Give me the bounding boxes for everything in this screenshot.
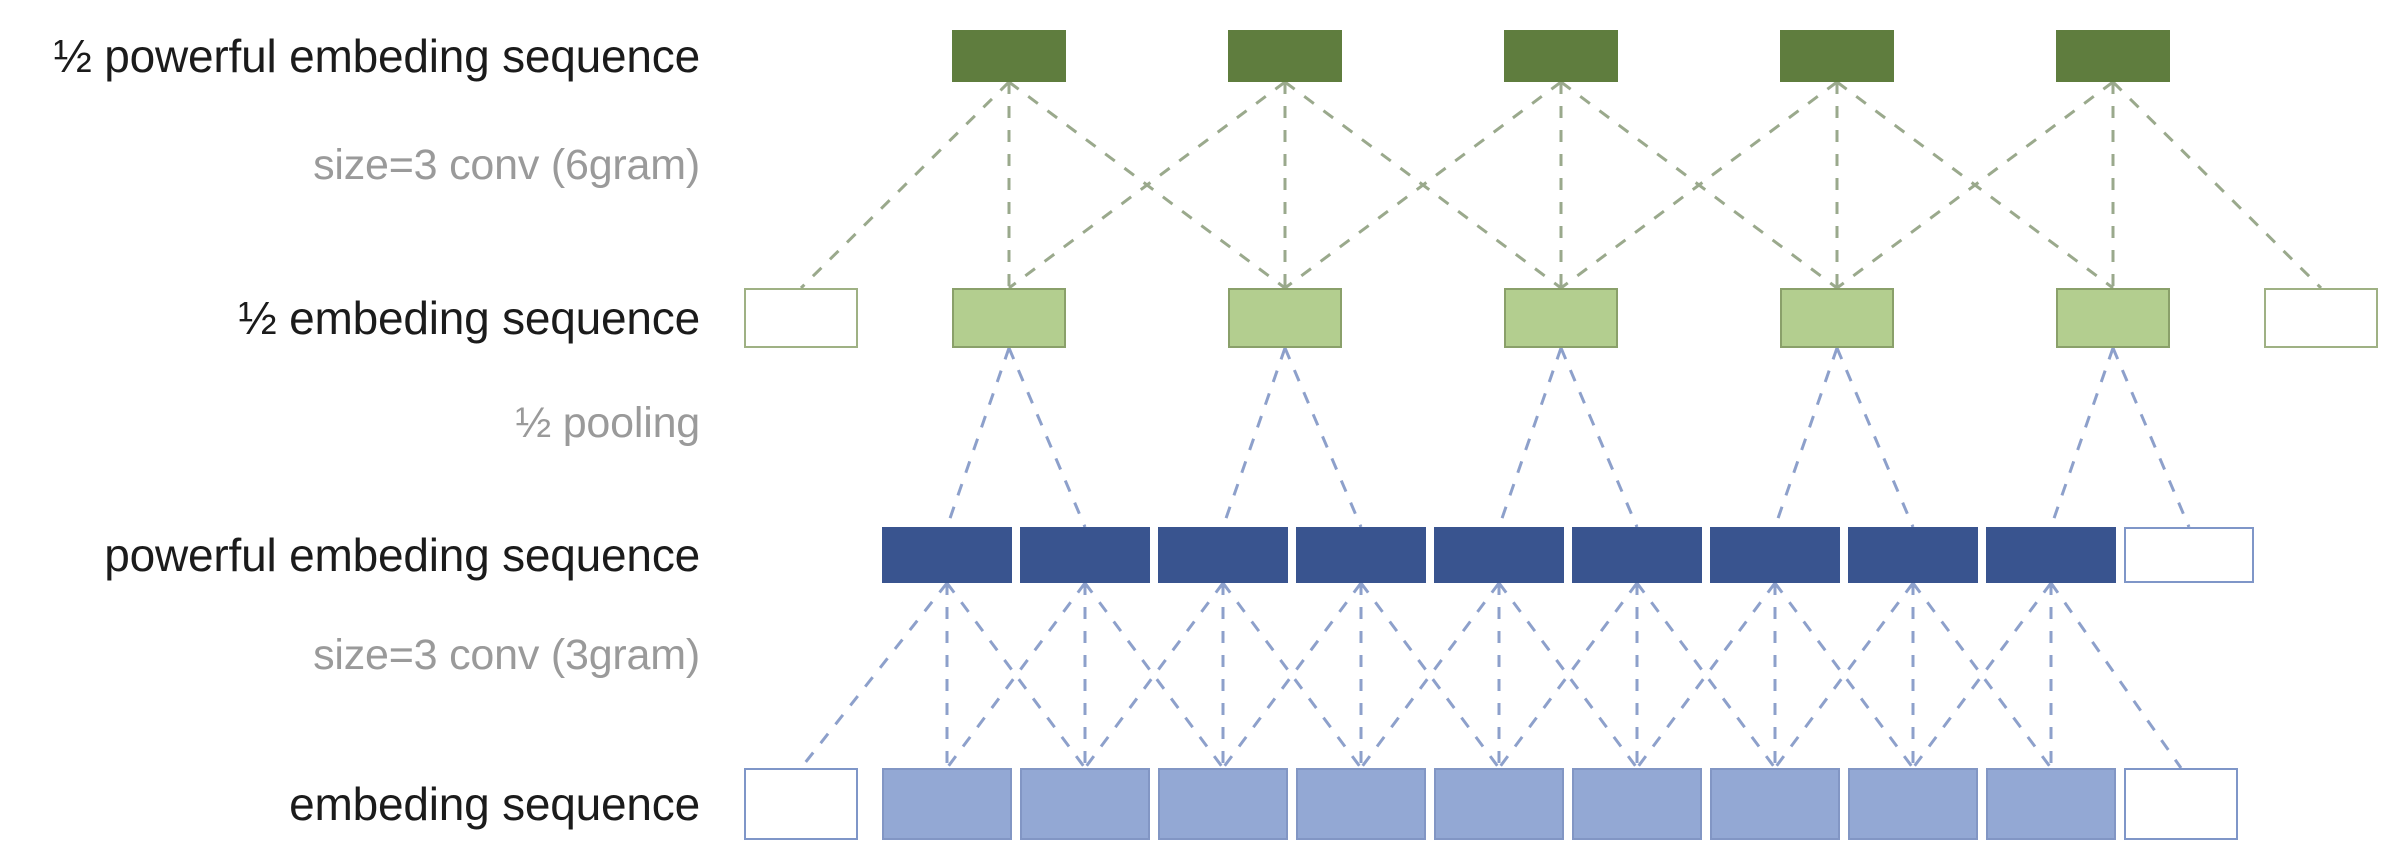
- cell-embeding-sequence-3: [1158, 768, 1288, 840]
- cell-embeding-sequence-6: [1572, 768, 1702, 840]
- connector-conv_3gram-15: [1497, 582, 1639, 769]
- cell-powerful-embeding-sequence-2: [1158, 527, 1288, 583]
- connector-group-pooling_half: [945, 347, 2191, 528]
- cell-embeding-sequence-5: [1434, 768, 1564, 840]
- connector-conv_3gram-11: [1359, 582, 1501, 769]
- connector-pooling_half-4: [1497, 347, 1563, 528]
- connector-pooling_half-9: [2111, 347, 2191, 528]
- cell-half-powerful-embeding-sequence-2: [1504, 30, 1618, 82]
- cell-embeding-sequence-7: [1710, 768, 1840, 840]
- connector-conv_3gram-23: [1911, 582, 2053, 769]
- connector-pooling_half-1: [1007, 347, 1087, 528]
- cell-half-embeding-sequence-3: [1504, 288, 1618, 348]
- connector-conv_6gram-3: [1008, 80, 1286, 290]
- connector-pooling_half-2: [1221, 347, 1287, 528]
- cell-powerful-embeding-sequence-5: [1572, 527, 1702, 583]
- connector-conv_3gram-12: [1359, 582, 1501, 769]
- connector-conv_3gram-2: [945, 582, 1087, 769]
- cell-half-embeding-sequence-5: [2056, 288, 2170, 348]
- cell-half-embeding-sequence-2: [1228, 288, 1342, 348]
- cell-half-embeding-sequence-4: [1780, 288, 1894, 348]
- connector-conv_3gram-6: [1083, 582, 1225, 769]
- cell-embeding-sequence-8: [1848, 768, 1978, 840]
- connector-conv_6gram-14: [2111, 80, 2323, 290]
- cell-powerful-embeding-sequence-6: [1710, 527, 1840, 583]
- row-label-powerful-embeding-sequence: powerful embeding sequence: [104, 529, 700, 581]
- cell-powerful-embeding-sequence-8: [1986, 527, 2116, 583]
- cell-embeding-sequence-2: [1020, 768, 1150, 840]
- cell-embeding-sequence-1: [882, 768, 1012, 840]
- cell-powerful-embeding-sequence-7: [1848, 527, 1978, 583]
- cell-embeding-sequence-10: [2124, 768, 2238, 840]
- connector-pooling_half-7: [1835, 347, 1915, 528]
- cell-embeding-sequence-9: [1986, 768, 2116, 840]
- connector-conv_3gram-21: [1773, 582, 1915, 769]
- connector-conv_6gram-2: [1008, 80, 1286, 290]
- cell-half-powerful-embeding-sequence-4: [2056, 30, 2170, 82]
- connector-conv_6gram-0: [799, 80, 1011, 290]
- connector-conv_6gram-6: [1284, 80, 1562, 290]
- connector-pooling_half-3: [1283, 347, 1363, 528]
- row-label-half-embeding-sequence: ½ embeding sequence: [238, 292, 700, 344]
- row-label-embeding-sequence: embeding sequence: [289, 778, 700, 830]
- row-label-half-powerful-embeding-sequence: ½ powerful embeding sequence: [53, 30, 700, 82]
- connector-conv_6gram-12: [1836, 80, 2114, 290]
- connector-conv_6gram-11: [1836, 80, 2114, 290]
- connector-pooling_half-5: [1559, 347, 1639, 528]
- cell-half-powerful-embeding-sequence-0: [952, 30, 1066, 82]
- connector-conv_3gram-9: [1221, 582, 1363, 769]
- cell-half-embeding-sequence-6: [2264, 288, 2378, 348]
- connector-conv_3gram-26: [2049, 582, 2183, 769]
- cell-powerful-embeding-sequence-3: [1296, 527, 1426, 583]
- connector-group-conv_3gram: [799, 582, 2183, 769]
- op-label-size3-conv-6gram: size=3 conv (6gram): [313, 141, 700, 189]
- connector-pooling_half-8: [2049, 347, 2115, 528]
- cell-half-powerful-embeding-sequence-3: [1780, 30, 1894, 82]
- cell-powerful-embeding-sequence-9: [2124, 527, 2254, 583]
- cell-powerful-embeding-sequence-1: [1020, 527, 1150, 583]
- connector-group-conv_6gram: [799, 80, 2323, 290]
- connector-pooling_half-6: [1773, 347, 1839, 528]
- cell-embeding-sequence-0: [744, 768, 858, 840]
- connector-conv_3gram-18: [1635, 582, 1777, 769]
- connector-conv_3gram-24: [1911, 582, 2053, 769]
- cell-powerful-embeding-sequence-4: [1434, 527, 1564, 583]
- cell-powerful-embeding-sequence-0: [882, 527, 1012, 583]
- connector-pooling_half-0: [945, 347, 1011, 528]
- cell-half-powerful-embeding-sequence-1: [1228, 30, 1342, 82]
- cell-embeding-sequence-4: [1296, 768, 1426, 840]
- connector-conv_3gram-20: [1773, 582, 1915, 769]
- connector-conv_3gram-3: [945, 582, 1087, 769]
- op-label-size3-conv-3gram: size=3 conv (3gram): [313, 631, 700, 679]
- connector-conv_3gram-8: [1221, 582, 1363, 769]
- connector-conv_6gram-8: [1560, 80, 1838, 290]
- connector-conv_3gram-5: [1083, 582, 1225, 769]
- op-label-half-pooling: ½ pooling: [515, 399, 700, 447]
- cell-half-embeding-sequence-0: [744, 288, 858, 348]
- connector-conv_6gram-5: [1284, 80, 1562, 290]
- cell-half-embeding-sequence-1: [952, 288, 1066, 348]
- connector-conv_3gram-14: [1497, 582, 1639, 769]
- connector-conv_6gram-9: [1560, 80, 1838, 290]
- connector-conv_3gram-17: [1635, 582, 1777, 769]
- connector-conv_3gram-0: [799, 582, 949, 769]
